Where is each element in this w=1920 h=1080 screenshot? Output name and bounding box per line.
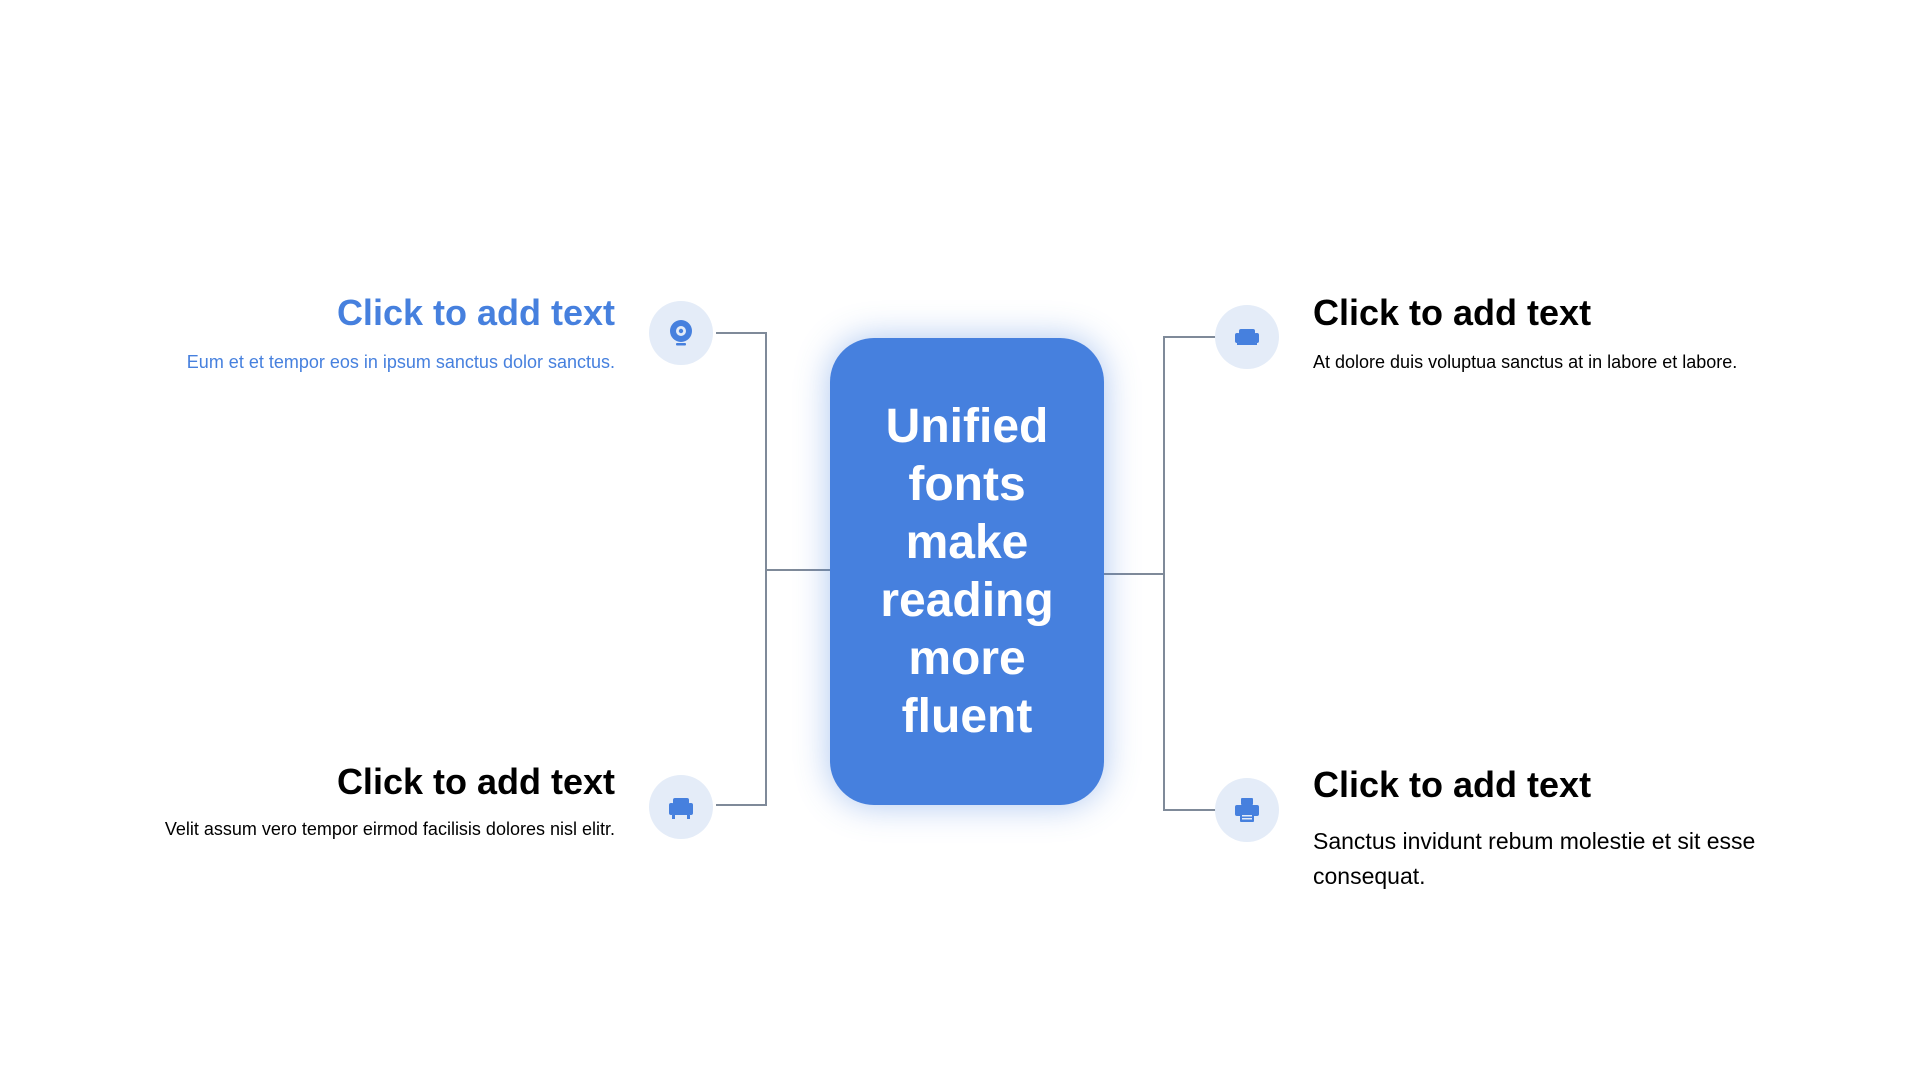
center-box[interactable]: Unified fonts make reading more fluent	[830, 338, 1104, 805]
connector-right-top	[1163, 336, 1217, 574]
item-description[interactable]: Velit assum vero tempor eirmod facilisis…	[164, 819, 615, 839]
printer-icon	[1235, 798, 1259, 822]
sofa-icon	[669, 798, 693, 819]
webcam-icon	[670, 320, 692, 346]
item-title[interactable]: Click to add text	[336, 761, 615, 802]
center-text: Unified fonts make reading more fluent	[880, 399, 1054, 743]
item-description[interactable]: Sanctus invidunt rebum molestie et sit e…	[1313, 828, 1756, 889]
item-icon-circle	[1215, 778, 1279, 842]
item-icon-circle	[1215, 305, 1279, 369]
item-icon-circle	[649, 301, 713, 365]
item-title[interactable]: Click to add text	[336, 292, 615, 333]
item-description[interactable]: At dolore duis voluptua sanctus at in la…	[1313, 352, 1738, 372]
item-title[interactable]: Click to add text	[1313, 292, 1592, 333]
item-icon-circle	[649, 775, 713, 839]
item-description[interactable]: Eum et et tempor eos in ipsum sanctus do…	[186, 352, 615, 372]
item-title[interactable]: Click to add text	[1313, 764, 1592, 805]
connector-left-top	[716, 332, 767, 570]
connector-right-bottom	[1163, 574, 1217, 811]
connector-left-bottom	[716, 570, 767, 806]
armchair-icon	[1235, 329, 1259, 345]
